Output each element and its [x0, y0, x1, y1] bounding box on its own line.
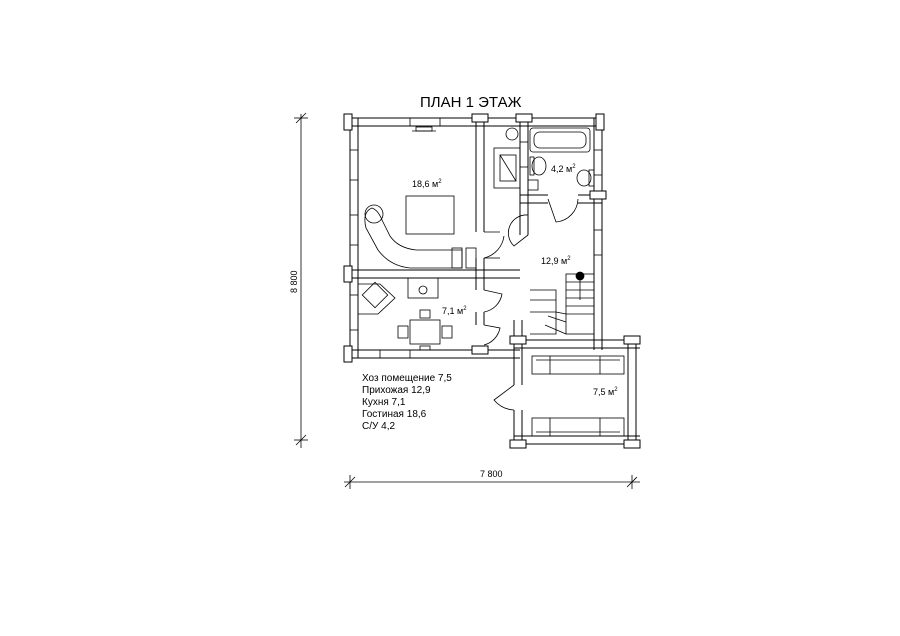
dimension-vertical	[294, 112, 308, 448]
legend-line: Гостиная 18,6	[362, 409, 427, 420]
legend-line: Прихожая 12,9	[362, 385, 431, 396]
svg-text:7,1 м2: 7,1 м2	[442, 306, 467, 316]
svg-text:4,2 м2: 4,2 м2	[551, 164, 576, 174]
svg-text:18,6 м2: 18,6 м2	[412, 179, 442, 189]
kitchen-counter	[358, 277, 439, 315]
coffee-table	[405, 195, 455, 235]
svg-text:7,5 м2: 7,5 м2	[593, 387, 618, 397]
dimension-horizontal	[344, 475, 640, 489]
legend-line: Хоз помещение 7,5	[362, 373, 452, 384]
dimension-height-label: 8 800	[289, 270, 299, 293]
dining-table	[397, 309, 453, 351]
doors	[483, 198, 579, 411]
room-label-utility: 7,5 м2	[593, 387, 618, 397]
sink-icon	[529, 156, 547, 176]
legend-line: Кухня 7,1	[362, 397, 406, 408]
utility-shelves	[531, 355, 625, 437]
room-label-living: 18,6 м2	[412, 179, 442, 189]
area-legend: Хоз помещение 7,5 Прихожая 12,9 Кухня 7,…	[362, 373, 452, 432]
windows	[349, 117, 603, 359]
log-corners	[343, 113, 641, 449]
legend-line: С/У 4,2	[362, 421, 395, 432]
dimension-width-label: 7 800	[480, 469, 503, 479]
side-table	[465, 247, 477, 269]
plan-title: ПЛАН 1 ЭТАЖ	[420, 94, 522, 111]
sofa-icon	[364, 204, 463, 269]
tv-icon	[412, 126, 436, 132]
room-label-bath: 4,2 м2	[551, 164, 576, 174]
svg-text:12,9 м2: 12,9 м2	[541, 256, 571, 266]
stove-icon	[493, 127, 539, 191]
bathtub	[529, 127, 591, 153]
toilet-icon	[576, 169, 595, 187]
staircase	[530, 271, 595, 335]
room-label-hall: 12,9 м2	[541, 256, 571, 266]
room-label-kitchen: 7,1 м2	[442, 306, 467, 316]
